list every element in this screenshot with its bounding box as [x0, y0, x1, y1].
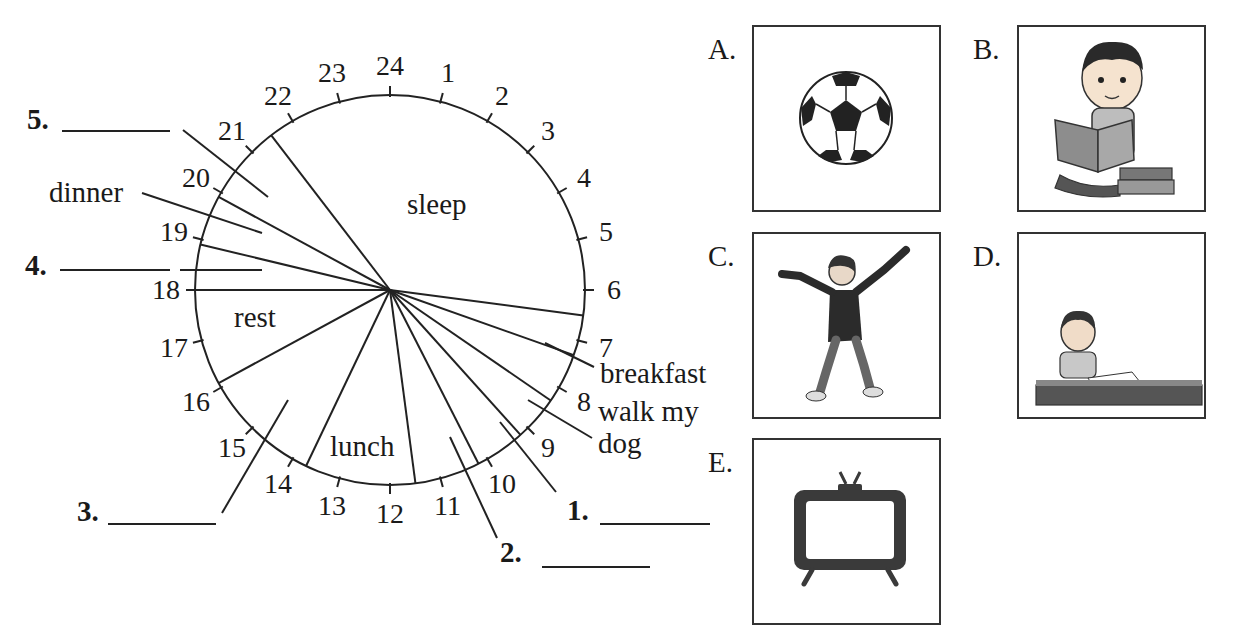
hour-number: 15 [218, 433, 246, 464]
hour-tick [246, 426, 254, 434]
football-picture [800, 72, 892, 164]
answer-blank [62, 130, 170, 132]
hour-tick [337, 93, 340, 104]
leader-line [180, 269, 262, 271]
hour-tick [576, 237, 587, 240]
segment-line [219, 290, 390, 383]
picture-box: C. [752, 232, 941, 419]
activity-label: lunch [330, 431, 394, 463]
hour-number: 13 [318, 491, 346, 522]
segment-line [219, 197, 390, 290]
dancing-boy-picture [782, 250, 906, 401]
hour-tick [193, 237, 204, 240]
leader-line [545, 343, 594, 367]
activity-label: sleep [407, 189, 467, 221]
hour-number: 16 [182, 387, 210, 418]
answer-blank [108, 523, 216, 525]
hour-tick [557, 387, 567, 393]
answer-blank [542, 566, 650, 568]
hour-number: 20 [182, 163, 210, 194]
picture-box: B. [1017, 25, 1206, 212]
answer-blank [600, 523, 710, 525]
hour-tick [440, 476, 443, 487]
hour-number: 22 [264, 81, 292, 112]
hour-number: 12 [376, 499, 404, 530]
hour-tick [526, 146, 534, 154]
hour-tick [337, 476, 340, 487]
hour-tick [583, 289, 594, 291]
hour-number: 18 [152, 275, 180, 306]
boy-at-desk-picture [1036, 311, 1202, 405]
hour-number: 23 [318, 58, 346, 89]
segment-line [390, 290, 479, 464]
callout-number: 2. [500, 537, 522, 569]
picture-box: D. [1017, 232, 1206, 419]
hour-tick [193, 340, 204, 343]
answer-blank [60, 269, 170, 271]
option-letter: E. [708, 446, 733, 479]
hour-tick [576, 340, 587, 343]
segment-line [195, 289, 390, 291]
hour-number: 14 [264, 469, 292, 500]
hour-tick [246, 146, 254, 154]
activity-label: rest [234, 302, 276, 334]
hour-number: 5 [599, 217, 613, 248]
callout-number: 5. [27, 104, 49, 136]
hour-tick [213, 387, 223, 393]
picture-box: A. [752, 25, 941, 212]
clock-face [195, 95, 585, 485]
hour-number: 9 [541, 433, 555, 464]
hour-number: 1 [441, 58, 455, 89]
hour-number: 2 [495, 81, 509, 112]
hour-tick [487, 113, 493, 123]
hour-number: 8 [577, 387, 591, 418]
activity-label: dinner [49, 177, 123, 209]
hour-number: 6 [607, 275, 621, 306]
hour-tick [288, 113, 294, 123]
hour-number: 3 [541, 116, 555, 147]
picture-box: E. [752, 438, 941, 625]
segment-line [390, 290, 583, 315]
callout-number: 3. [77, 496, 99, 528]
hour-tick [389, 483, 391, 494]
hour-tick [389, 86, 391, 97]
hour-number: 10 [488, 469, 516, 500]
callout-number: 1. [567, 495, 589, 527]
hour-tick [526, 426, 534, 434]
option-letter: D. [973, 240, 1001, 273]
hour-number: 21 [218, 116, 246, 147]
segment-line [271, 135, 390, 290]
option-letter: B. [973, 33, 1000, 66]
hour-number: 24 [376, 51, 404, 82]
hour-tick [440, 93, 443, 104]
hour-tick [487, 457, 493, 467]
hour-tick [213, 188, 223, 194]
option-letter: A. [708, 33, 736, 66]
hour-tick [288, 457, 294, 467]
hour-number: 17 [160, 333, 188, 364]
segment-line [390, 290, 551, 400]
activity-label: breakfast [600, 358, 706, 390]
boy-reading-picture [1055, 42, 1174, 197]
hour-number: 19 [160, 217, 188, 248]
hour-tick [557, 188, 567, 194]
activity-label: walk my dog [598, 396, 710, 460]
segment-line [390, 290, 520, 435]
television-picture [794, 472, 906, 584]
hour-number: 4 [577, 163, 591, 194]
option-letter: C. [708, 240, 735, 273]
hour-number: 11 [434, 491, 461, 522]
callout-number: 4. [25, 250, 47, 282]
